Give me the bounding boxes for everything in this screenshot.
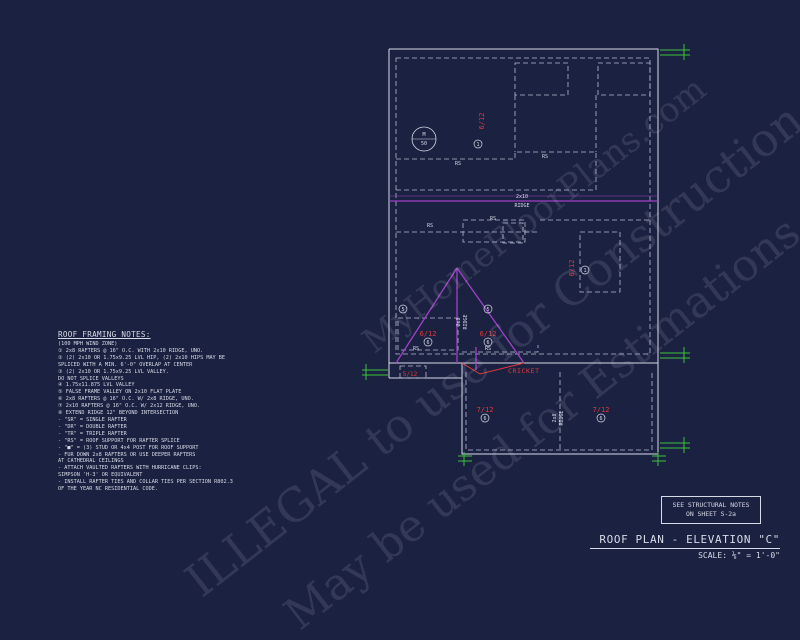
rs-label-6: RS — [485, 346, 491, 352]
callout-6-d: 6 — [599, 416, 602, 422]
note-line: ⑥ 2x8 RAFTERS @ 16" O.C. W/ 2x8 RIDGE, U… — [58, 396, 194, 403]
note-line: SIMPSON 'H-3' OR EQUIVALENT — [58, 472, 143, 479]
note-line: OF THE YEAR NC RESIDENTIAL CODE. — [58, 486, 158, 493]
main-ridge-size: 2x10 — [516, 194, 528, 200]
note-line: - "TR" = TRIPLE RAFTER — [58, 430, 127, 437]
note-line: - "SR" = SINGLE RAFTER — [58, 416, 127, 423]
note-line: - ATTACH VAULTED RAFTERS WITH HURRICANE … — [58, 465, 202, 472]
note-line: DO NOT SPLICE VALLEYS — [58, 375, 124, 382]
pitch-label-left: 6/12 — [420, 330, 437, 338]
rs-label-2: RS — [542, 154, 548, 160]
skylight-label-b: 50 — [421, 141, 427, 147]
pitch-label-right: 6/12 — [480, 330, 497, 338]
callout-5-b: 5 — [486, 307, 489, 313]
main-roof-outline — [388, 48, 659, 455]
dimension-markers — [362, 44, 690, 466]
callout-1-b: 1 — [583, 268, 586, 274]
notes-title: ROOF FRAMING NOTES: — [58, 330, 151, 339]
sheet-note-line-1: SEE STRUCTURAL NOTES — [672, 501, 750, 509]
note-line: - "RS" = ROOF SUPPORT FOR RAFTER SPLICE — [58, 437, 180, 444]
ridge-lines — [389, 195, 658, 370]
note-line: (100 MPH WIND ZONE) — [58, 341, 118, 347]
skylight-label-a: M — [422, 132, 425, 138]
cricket-outline — [461, 362, 525, 375]
note-line: - INSTALL RAFTER TIES AND COLLAR TIES PE… — [58, 479, 233, 486]
main-ridge-label: RIDGE — [514, 203, 529, 209]
hidden-framing-lines — [395, 57, 653, 451]
rs-label-3: RS — [490, 216, 496, 222]
cricket-label: CRICKET — [508, 367, 540, 375]
pitch-label-lower-left: 7/12 — [477, 406, 494, 414]
note-line: - "■" = (3) STUD OR 4x4 POST FOR ROOF SU… — [58, 444, 199, 451]
roof-framing-notes: ROOF FRAMING NOTES: (100 MPH WIND ZONE)①… — [58, 330, 258, 493]
pitch-label-mid: 6/12 — [568, 260, 576, 277]
note-line: AT CATHEDRAL CEILINGS — [58, 458, 124, 465]
note-line: ③ (2) 2x10 OR 1.75x9.25 LVL VALLEY. — [58, 368, 169, 375]
note-line: ⑤ FALSE FRAME VALLEY ON 2x10 FLAT PLATE — [58, 389, 182, 396]
plan-title: ROOF PLAN - ELEVATION "C" — [599, 533, 780, 546]
ridge-2x8-right-label: RIDGE — [559, 410, 565, 425]
sheet-note-line-2: ON SHEET S-2a — [685, 510, 737, 518]
ridge-2x8-label: RIDGE — [463, 314, 469, 329]
pitch-label-porch: 5/12 — [403, 371, 418, 378]
note-line: ① 2x8 RAFTERS @ 16" O.C. WITH 2x10 RIDGE… — [58, 347, 204, 354]
callout-6-b: 6 — [486, 340, 489, 346]
rs-label-5: RS — [413, 346, 419, 352]
note-line: - FUR DOWN 2x8 RAFTERS OR USE DEEPER RAF… — [58, 451, 196, 458]
callout-6-c: 6 — [483, 416, 486, 422]
pitch-label-lower-right: 7/12 — [593, 406, 610, 414]
note-line: ⑦ 2x10 RAFTERS @ 16" O.C. W/ 2x12 RIDGE,… — [58, 403, 201, 410]
note-line: - "DR" = DOUBLE RAFTER — [58, 423, 127, 430]
roof-plan-drawing: M 50 1 1 5 5 6 6 6 6 2x10 RIDGE RS RS RS… — [362, 44, 690, 466]
note-line: ② (2) 2x10 OR 1.75x9.25 LVL HIP, (2) 2x1… — [58, 354, 226, 361]
callout-1-a: 1 — [476, 142, 479, 148]
ridge-2x8-size: 2x8 — [456, 317, 462, 326]
title-underline — [590, 548, 780, 549]
skylight-symbol: M 50 — [411, 126, 437, 152]
note-line: ⑧ EXTEND RIDGE 12" BEYOND INTERSECTION — [58, 410, 179, 417]
callout-5-a: 5 — [401, 307, 404, 313]
structural-notes-box: SEE STRUCTURAL NOTES ON SHEET S-2a — [661, 496, 761, 524]
pitch-label-upper: 6/12 — [478, 113, 486, 130]
note-line: SPLICED WITH A MIN. 6'-0" OVERLAP AT CEN… — [58, 361, 193, 368]
callout-circles — [398, 139, 606, 423]
plan-scale: SCALE: ⅛" = 1'-0" — [698, 551, 780, 560]
notes-list: (100 MPH WIND ZONE)① 2x8 RAFTERS @ 16" O… — [58, 341, 258, 493]
callout-6-a: 6 — [426, 340, 429, 346]
rs-label-1: RS — [455, 161, 461, 167]
note-line: ④ 1.75x11.875 LVL VALLEY — [58, 382, 135, 389]
rs-label-4: RS — [427, 223, 433, 229]
ridge-2x8-right-size: 2x8 — [552, 413, 558, 422]
